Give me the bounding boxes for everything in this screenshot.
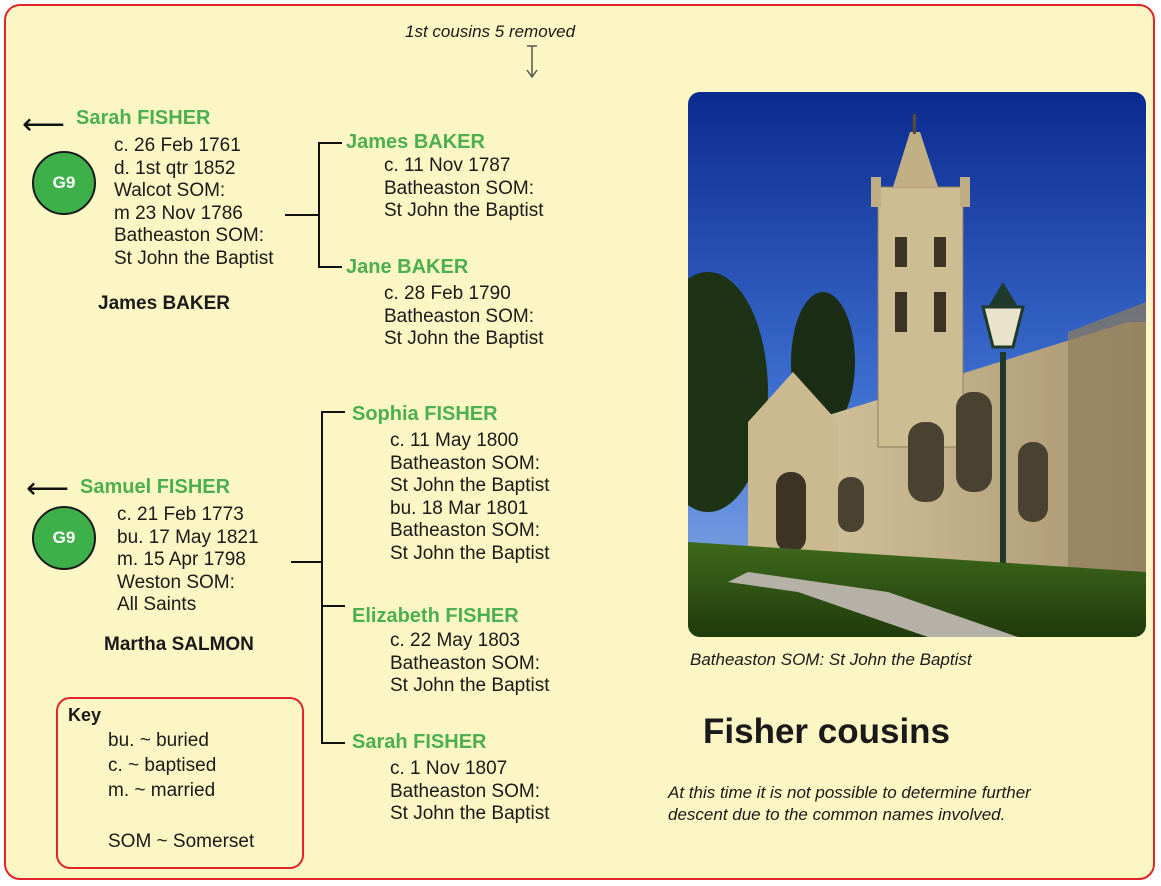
spouse-name: James BAKER <box>98 293 230 314</box>
detail-line: c. 22 May 1803 <box>390 630 520 651</box>
spouse-name: Martha SALMON <box>104 634 254 655</box>
detail-line: All Saints <box>117 594 197 615</box>
detail-line: Batheaston SOM: <box>114 225 264 246</box>
detail-line: St John the Baptist <box>390 675 550 696</box>
detail-line: St John the Baptist <box>114 247 274 269</box>
detail-line: Batheaston SOM: <box>390 652 540 674</box>
child-name: Sarah FISHER <box>352 731 487 753</box>
detail-line: St John the Baptist <box>390 542 550 564</box>
detail-line: St John the Baptist <box>384 328 544 349</box>
detail-line: bu. 17 May 1821 <box>117 526 259 548</box>
child-name: Sophia FISHER <box>352 403 498 425</box>
key-item: c. ~ baptised <box>108 755 217 776</box>
child-branch <box>318 266 342 268</box>
child-details: c. 28 Feb 1790 Batheaston SOM: St John t… <box>384 283 544 351</box>
detail-line: Weston SOM: <box>117 571 235 593</box>
key-item: m. ~ married <box>108 780 216 801</box>
detail-line: St John the Baptist <box>390 475 550 496</box>
footnote-line: At this time it is not possible to deter… <box>668 783 1031 802</box>
detail-line: St John the Baptist <box>390 803 550 824</box>
header-note: 1st cousins 5 removed <box>405 22 576 41</box>
child-name: James BAKER <box>346 131 485 153</box>
key-box: Key bu. ~ buried c. ~ baptised m. ~ marr… <box>56 697 304 869</box>
key-item: bu. ~ buried <box>108 730 209 751</box>
detail-line: c. 26 Feb 1761 <box>114 135 241 156</box>
detail-line: c. 11 Nov 1787 <box>384 155 511 176</box>
child-name: Elizabeth FISHER <box>352 605 519 627</box>
marriage-line <box>285 214 319 216</box>
parent-details: c. 21 Feb 1773 bu. 17 May 1821 m. 15 Apr… <box>117 504 259 617</box>
detail-line: Batheaston SOM: <box>390 780 540 802</box>
detail-line: c. 11 May 1800 <box>390 430 519 451</box>
detail-line: c. 28 Feb 1790 <box>384 283 511 304</box>
detail-line: c. 1 Nov 1807 <box>390 758 508 779</box>
child-details: c. 11 May 1800 Batheaston SOM: St John t… <box>390 430 550 565</box>
detail-line: Batheaston SOM: <box>390 520 540 541</box>
child-branch <box>318 142 342 144</box>
detail-line: c. 21 Feb 1773 <box>117 504 244 525</box>
child-branch <box>321 411 345 413</box>
down-arrow-icon <box>526 45 538 79</box>
parent-details: c. 26 Feb 1761 d. 1st qtr 1852 Walcot SO… <box>114 135 274 270</box>
detail-line: St John the Baptist <box>384 200 544 221</box>
parent-name: Samuel FISHER <box>80 476 231 498</box>
key-title: Key <box>68 705 102 725</box>
generation-badge: G9 <box>32 151 96 215</box>
generation-badge: G9 <box>32 506 96 570</box>
key-item: SOM ~ Somerset <box>108 831 255 852</box>
detail-line: m. 15 Apr 1798 <box>117 549 246 570</box>
child-name: Jane BAKER <box>346 256 469 278</box>
child-details: c. 22 May 1803 Batheaston SOM: St John t… <box>390 630 550 698</box>
descent-line <box>321 411 323 744</box>
detail-line: m 23 Nov 1786 <box>114 202 243 224</box>
detail-line: Batheaston SOM: <box>390 452 540 474</box>
child-branch <box>321 742 345 744</box>
parent-name: Sarah FISHER <box>76 107 211 129</box>
detail-line: Batheaston SOM: <box>384 305 534 327</box>
left-arrow-icon: ⟵ <box>22 108 66 141</box>
church-photo <box>688 92 1146 637</box>
detail-line: Batheaston SOM: <box>384 177 534 199</box>
photo-caption: Batheaston SOM: St John the Baptist <box>690 650 972 669</box>
marriage-line <box>291 561 322 563</box>
detail-line: Walcot SOM: <box>114 180 226 201</box>
detail-line: bu. 18 Mar 1801 <box>390 497 529 519</box>
footnote: At this time it is not possible to deter… <box>668 782 1031 826</box>
footnote-line: descent due to the common names involved… <box>668 805 1006 824</box>
page-title: Fisher cousins <box>703 712 951 751</box>
detail-line: d. 1st qtr 1852 <box>114 157 236 179</box>
child-details: c. 1 Nov 1807 Batheaston SOM: St John th… <box>390 758 550 826</box>
left-arrow-icon: ⟵ <box>26 472 70 505</box>
child-branch <box>321 605 345 607</box>
child-details: c. 11 Nov 1787 Batheaston SOM: St John t… <box>384 155 544 223</box>
descent-line <box>318 142 320 268</box>
